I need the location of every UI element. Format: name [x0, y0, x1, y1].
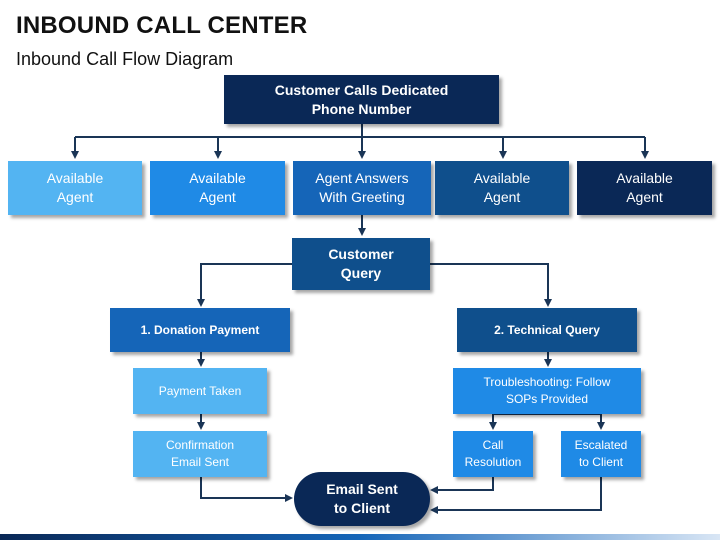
agent-box-2: Available Agent [150, 161, 285, 215]
donation-payment-box: 1. Donation Payment [110, 308, 290, 352]
page-title: INBOUND CALL CENTER [16, 12, 308, 39]
agent-box-1: Available Agent [8, 161, 142, 215]
escalated-box: Escalated to Client [561, 431, 641, 477]
connector-confirmation-to-email [200, 477, 293, 502]
connector-resolution-to-email [430, 477, 494, 494]
troubleshooting-box: Troubleshooting: Follow SOPs Provided [453, 368, 641, 414]
customer-query-box: Customer Query [292, 238, 430, 290]
technical-query-box: 2. Technical Query [457, 308, 637, 352]
page-subtitle: Inbound Call Flow Diagram [16, 49, 234, 69]
agent-box-4: Available Agent [435, 161, 569, 215]
customer-calls-box: Customer Calls Dedicated Phone Number [224, 75, 499, 124]
email-sent-node: Email Sent to Client [294, 472, 430, 526]
connector-to-technical [430, 263, 552, 307]
bottom-accent-bar [0, 534, 720, 540]
confirmation-email-box: Confirmation Email Sent [133, 431, 267, 477]
call-resolution-box: Call Resolution [453, 431, 533, 477]
payment-taken-box: Payment Taken [133, 368, 267, 414]
connector-escalated-to-email [430, 477, 602, 514]
agent-box-5: Available Agent [577, 161, 712, 215]
connector-to-donation [197, 263, 292, 307]
agent-answers-box: Agent Answers With Greeting [293, 161, 431, 215]
